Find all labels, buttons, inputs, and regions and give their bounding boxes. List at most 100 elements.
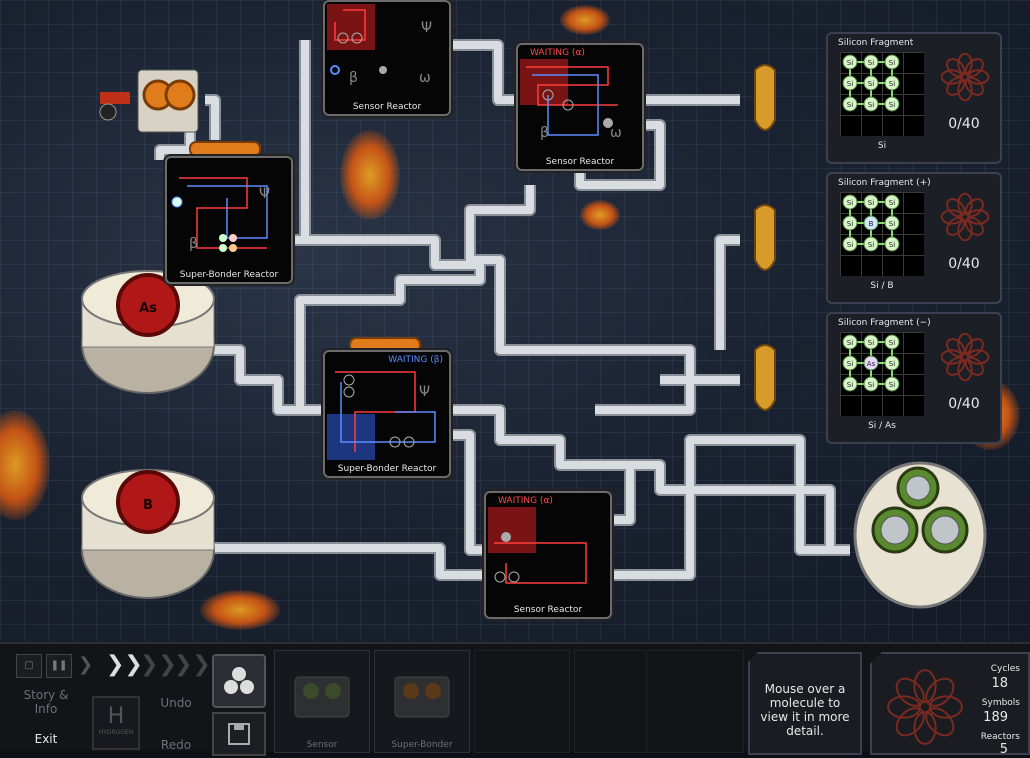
output-valve [754,64,776,411]
reactor-superbonder-2[interactable]: Ψ WAITING (β) Super-Bonder Reactor [323,350,451,478]
reactor-slot-empty[interactable] [646,650,744,753]
reactor-sensor-2[interactable]: β ω WAITING (α) Sensor Reactor [516,43,644,171]
atom: Si [863,96,879,112]
svg-text:Si: Si [889,381,895,389]
svg-text:ω: ω [419,70,431,86]
svg-text:Si: Si [889,339,895,347]
fastest-button[interactable]: ❯❯ [174,652,211,677]
stop-button[interactable]: ▢ [16,654,42,678]
reactor-slot-superbonder[interactable]: Super-Bonder [374,650,470,753]
progress-flower-icon [887,669,963,745]
molecule-view-button[interactable] [212,654,266,708]
output-count: 0/40 [948,256,980,272]
slot-label: Sensor [306,740,338,750]
atom: B [863,215,879,231]
play-button[interactable]: ❯❯ [106,652,143,677]
svg-text:Si: Si [889,241,895,249]
reactor-program: β Ψ [171,177,270,252]
reactor-sensor-1[interactable]: β ω Ψ Sensor Reactor [323,0,451,116]
output-name: Silicon Fragment (−) [838,318,931,328]
reactor-slot-empty[interactable] [474,650,570,753]
undo-button[interactable]: Undo [160,696,192,710]
atom: Si [884,236,900,252]
output-count: 0/40 [948,116,980,132]
atom: Si [863,236,879,252]
output-name: Silicon Fragment (+) [838,178,931,188]
atom: Si [863,334,879,350]
atom: Si [884,334,900,350]
step-button[interactable]: ❯ [78,654,94,675]
atom: Si [884,215,900,231]
svg-text:Si: Si [847,241,853,249]
element-symbol: H [107,704,125,729]
svg-text:Ψ: Ψ [419,384,430,400]
atom: Si [842,355,858,371]
reactor-status: WAITING (α) [498,496,553,506]
save-button[interactable] [212,712,266,756]
svg-text:Si: Si [847,360,853,368]
superbonder-reactor-icon [394,676,450,718]
progress-flower-icon [940,192,990,242]
atom: Si [884,75,900,91]
reactor-title: Sensor Reactor [513,605,583,615]
reactor-sensor-3[interactable]: WAITING (α) Sensor Reactor [484,491,612,619]
output-formula: Si / B [870,281,894,291]
output-formula: Si / As [868,421,896,431]
svg-text:Si: Si [868,199,874,207]
svg-text:Ψ: Ψ [421,20,432,36]
lava-pool [200,590,280,630]
svg-text:β: β [540,125,549,141]
fast-forward-button[interactable]: ❯❯ [140,652,177,677]
svg-text:Si: Si [847,220,853,228]
output-tank-icon [853,461,987,609]
exit-button[interactable]: Exit [34,732,58,746]
atom: Si [863,194,879,210]
pause-button[interactable]: ❚❚ [46,654,72,678]
symbols-value: 189 [983,710,1008,725]
atom: Si [842,194,858,210]
hydrogen-generator-icon [99,69,199,133]
atom: Si [842,54,858,70]
tank-label: As [139,301,157,316]
svg-text:Si: Si [889,360,895,368]
atom: Si [842,215,858,231]
svg-text:Si: Si [868,80,874,88]
input-tank-b[interactable]: B [78,462,218,602]
reactor-status: WAITING (α) [530,48,585,58]
story-info-button[interactable]: Story & Info [23,688,69,716]
playback-controls: ▢ ❚❚ ❯ ❯❯ ❯❯ ❯❯ [14,652,211,678]
cycles-label: Cycles [990,664,1020,674]
redo-button[interactable]: Redo [160,738,192,752]
atom: Si [884,194,900,210]
svg-text:β: β [349,70,358,86]
atom: Si [863,75,879,91]
info-panel: Mouse over a molecule to view it in more… [748,652,862,755]
svg-text:Si: Si [889,199,895,207]
reactor-program [488,507,587,584]
output-count: 0/40 [948,396,980,412]
atom: Si [842,334,858,350]
game-board[interactable]: As B β ω Ψ Sensor Reactor [0,0,1030,642]
atom: As [863,355,879,371]
element-button[interactable]: H HYDROGEN [92,696,140,750]
reactor-program: β ω [520,59,622,141]
molecule-icon [224,667,254,694]
svg-text:Si: Si [889,101,895,109]
stats-panel: Cycles 18 Symbols 189 Reactors 5 [870,652,1030,755]
tank-icon [81,469,215,599]
atom: Si [884,96,900,112]
reactor-slot-sensor[interactable]: Sensor [274,650,370,753]
slot-label: Super-Bonder [391,740,453,750]
atom: Si [863,376,879,392]
atom: Si [842,376,858,392]
bottom-toolbar: ▢ ❚❚ ❯ ❯❯ ❯❯ ❯❯ Story & Info Exit H HYDR… [0,642,1030,756]
reactor-title: Super-Bonder Reactor [337,464,437,474]
reactor-superbonder-1[interactable]: β Ψ Super-Bonder Reactor [165,156,293,284]
symbols-label: Symbols [981,698,1020,708]
input-tank-as[interactable]: As [78,265,218,395]
svg-text:Si: Si [868,101,874,109]
